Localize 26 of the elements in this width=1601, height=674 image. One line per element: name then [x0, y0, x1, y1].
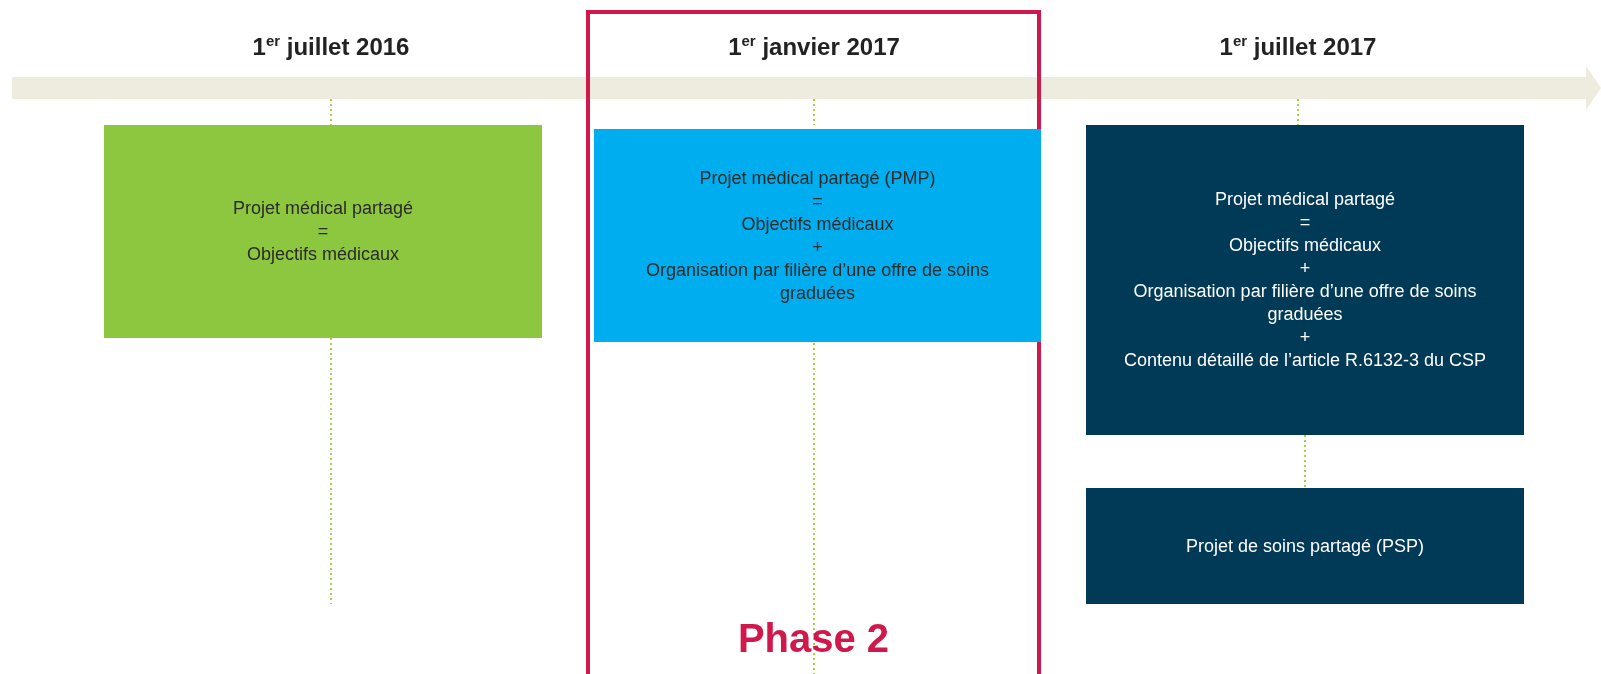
box-text: Objectifs médicaux	[246, 243, 400, 266]
milestone-box	[1086, 125, 1524, 435]
box-text: Objectifs médicaux	[1228, 234, 1382, 257]
box-text: +	[1299, 326, 1311, 349]
box-text: =	[812, 189, 823, 213]
phase-title: Phase 2	[737, 615, 890, 662]
box-text: Contenu détaillé de l’article R.6132-3 du CSP	[1123, 349, 1487, 372]
phase-frame	[586, 10, 1041, 674]
box-text: Organisation par filière d’une offre de soins graduées	[1132, 280, 1478, 326]
date-label: 1$^{er}$ janvier 2017	[727, 32, 901, 61]
date-label: 1$^{er}$ juillet 2016	[251, 32, 411, 61]
box-text: Projet médical partagé	[1214, 188, 1396, 211]
box-text: Objectifs médicaux	[741, 212, 894, 236]
box-text: Projet médical partagé	[232, 197, 414, 220]
box-text: Projet de soins partagé (PSP)	[1185, 534, 1425, 558]
box-text: =	[317, 220, 329, 243]
box-text: +	[1299, 257, 1311, 280]
box-text: +	[812, 235, 823, 259]
milestone-box	[1086, 488, 1524, 604]
milestone-box	[104, 125, 542, 338]
connector-line	[1304, 434, 1306, 489]
date-label: 1$^{er}$ juillet 2017	[1218, 32, 1378, 61]
milestone-box	[594, 129, 1041, 342]
box-text: Projet médical partagé (PMP)	[699, 166, 936, 190]
box-text: =	[1299, 211, 1311, 234]
box-text: Organisation par filière d’une offre de soins graduées	[645, 258, 990, 305]
